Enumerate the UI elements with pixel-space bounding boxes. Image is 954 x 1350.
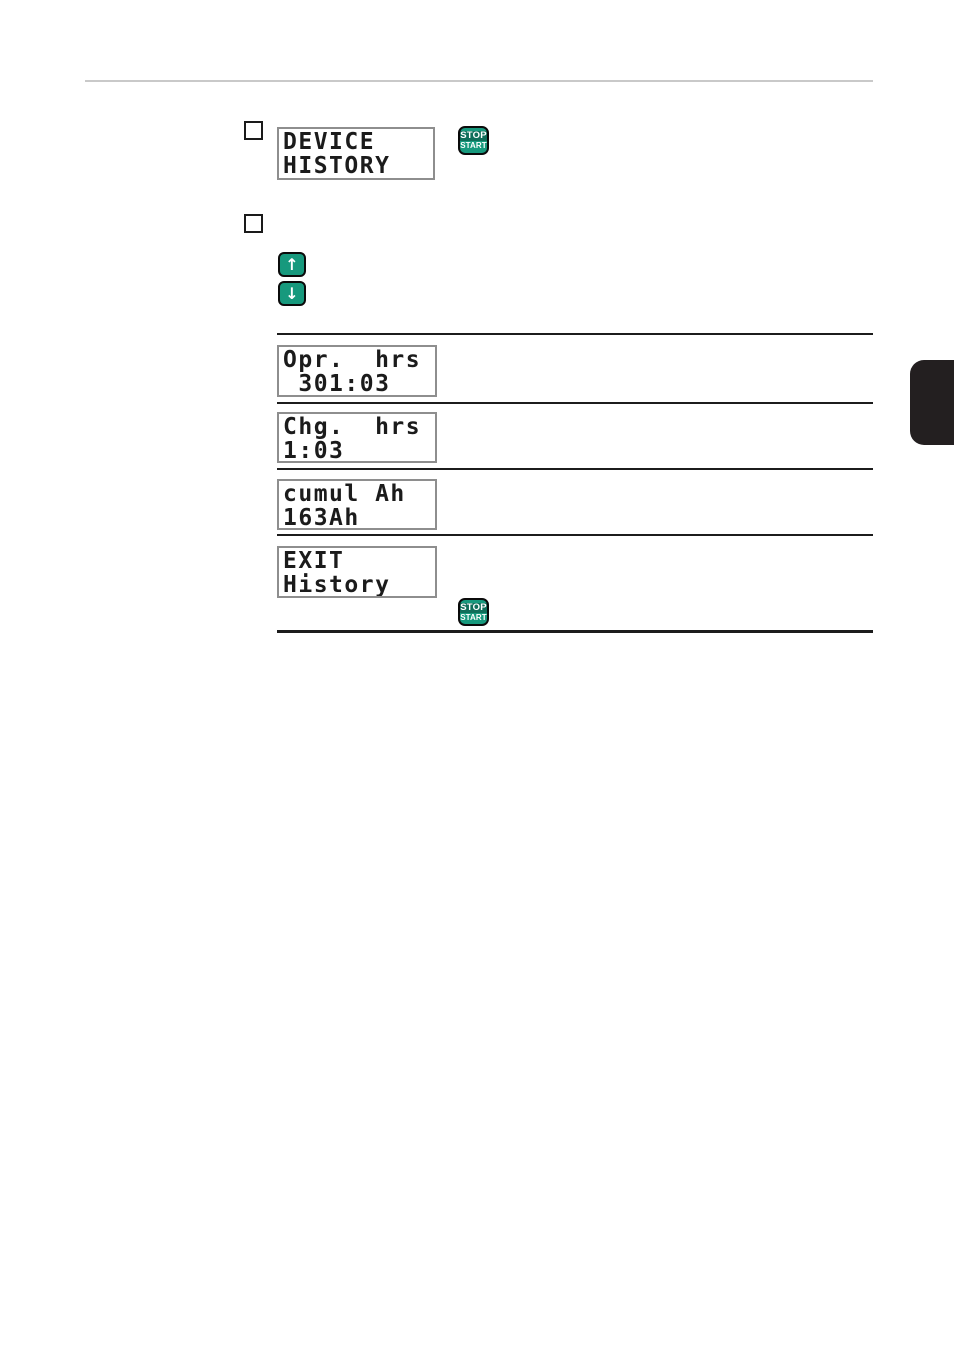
lcd-display-cumulative-ah: cumul Ah 163Ah xyxy=(277,479,437,530)
stop-label: STOP xyxy=(458,601,489,613)
lcd-display-device-history: DEVICE HISTORY xyxy=(277,127,435,180)
lcd-text-line2: 301:03 xyxy=(283,371,391,397)
lcd-text-line2: 163Ah xyxy=(283,505,360,530)
lcd-text-line1: EXIT xyxy=(283,548,345,574)
lcd-text-line1: cumul Ah xyxy=(283,481,406,507)
lcd-display-operating-hours: Opr. hrs 301:03 xyxy=(277,345,437,397)
up-arrow-icon: ↑ xyxy=(285,254,299,274)
down-arrow-key-icon: ↓ xyxy=(278,281,306,306)
up-arrow-key-icon: ↑ xyxy=(278,252,306,277)
start-label: START xyxy=(460,612,487,622)
stop-start-key-icon: STOP START xyxy=(458,126,489,155)
list-divider xyxy=(277,534,873,536)
lcd-text-line2: 1:03 xyxy=(283,438,345,463)
list-divider xyxy=(277,333,873,335)
start-label: START xyxy=(460,141,487,150)
stop-label: STOP xyxy=(458,130,489,141)
stop-start-key-icon: STOP START xyxy=(458,598,489,626)
list-divider xyxy=(277,468,873,470)
step-checkbox-1 xyxy=(244,121,263,140)
lcd-text-line2: History xyxy=(283,572,391,598)
header-divider xyxy=(85,80,873,82)
lcd-text-line2: HISTORY xyxy=(283,153,391,179)
lcd-text-line1: Opr. hrs xyxy=(283,347,422,373)
down-arrow-icon: ↓ xyxy=(285,283,299,303)
step-checkbox-2 xyxy=(244,214,263,233)
list-divider xyxy=(277,402,873,404)
page-section-tab xyxy=(910,360,954,445)
lcd-text-line1: Chg. hrs xyxy=(283,414,422,440)
list-end-divider xyxy=(277,630,873,633)
lcd-display-exit-history: EXIT History xyxy=(277,546,437,598)
lcd-display-charging-hours: Chg. hrs 1:03 xyxy=(277,412,437,463)
lcd-text-line1: DEVICE xyxy=(283,129,376,155)
